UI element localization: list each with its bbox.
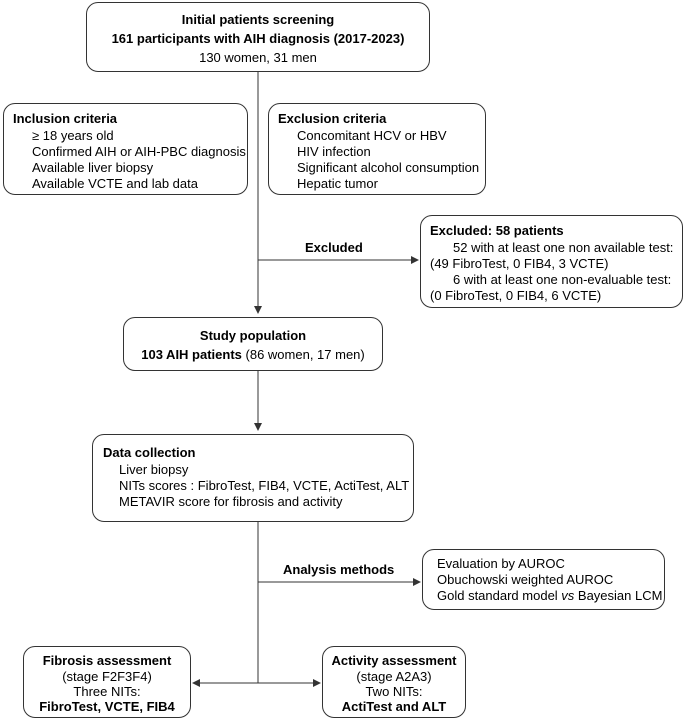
exclusion-item: Concomitant HCV or HBV bbox=[297, 128, 447, 143]
study-population-box: Study population 103 AIH patients (86 wo… bbox=[123, 317, 383, 371]
excluded-line: 6 with at least one non-evaluable test: bbox=[453, 272, 672, 287]
analysis-line3-vs: vs bbox=[561, 588, 575, 603]
study-patients-gender: (86 women, 17 men) bbox=[241, 347, 365, 362]
fibrosis-nits: FibroTest, VCTE, FIB4 bbox=[39, 699, 175, 714]
exclusion-item: HIV infection bbox=[297, 144, 371, 159]
data-collection-item: Liver biopsy bbox=[119, 462, 189, 477]
screening-title: Initial patients screening bbox=[181, 12, 335, 27]
activity-nits-count: Two NITs: bbox=[365, 684, 423, 699]
inclusion-title: Inclusion criteria bbox=[13, 111, 118, 126]
activity-box: Activity assessment (stage A2A3) Two NIT… bbox=[322, 646, 466, 718]
activity-title: Activity assessment bbox=[331, 653, 457, 668]
inclusion-item: Available VCTE and lab data bbox=[32, 176, 198, 191]
inclusion-item: ≥ 18 years old bbox=[32, 128, 114, 143]
exclusion-title: Exclusion criteria bbox=[278, 111, 387, 126]
fibrosis-box: Fibrosis assessment (stage F2F3F4) Three… bbox=[23, 646, 191, 718]
fibrosis-nits-count: Three NITs: bbox=[73, 684, 141, 699]
inclusion-item: Available liver biopsy bbox=[32, 160, 154, 175]
analysis-line: Evaluation by AUROC bbox=[437, 556, 565, 571]
activity-nits: ActiTest and ALT bbox=[341, 699, 447, 714]
fibrosis-stage: (stage F2F3F4) bbox=[62, 669, 152, 684]
excluded-line: (49 FibroTest, 0 FIB4, 3 VCTE) bbox=[430, 256, 609, 271]
excluded-title: Excluded: 58 patients bbox=[430, 223, 564, 238]
analysis-methods-label: Analysis methods bbox=[283, 562, 395, 577]
excluded-line: (0 FibroTest, 0 FIB4, 6 VCTE) bbox=[430, 288, 602, 303]
study-patients: 103 AIH patients (86 women, 17 men) bbox=[124, 347, 382, 363]
excluded-label: Excluded bbox=[305, 240, 363, 255]
data-collection-box: Data collection Liver biopsy NITs scores… bbox=[92, 434, 414, 522]
analysis-line: Obuchowski weighted AUROC bbox=[437, 572, 614, 587]
inclusion-item: Confirmed AIH or AIH-PBC diagnosis bbox=[32, 144, 246, 159]
exclusion-item: Significant alcohol consumption bbox=[297, 160, 480, 175]
inclusion-box: Inclusion criteria ≥ 18 years old Confir… bbox=[3, 103, 248, 195]
analysis-box: Evaluation by AUROC Obuchowski weighted … bbox=[422, 549, 665, 610]
exclusion-item: Hepatic tumor bbox=[297, 176, 378, 191]
study-title: Study population bbox=[199, 328, 307, 343]
analysis-line3-pre: Gold standard model bbox=[437, 588, 562, 603]
excluded-box: Excluded: 58 patients 52 with at least o… bbox=[420, 215, 683, 308]
screening-participants: 161 participants with AIH diagnosis (201… bbox=[111, 31, 405, 46]
fibrosis-title: Fibrosis assessment bbox=[42, 653, 172, 668]
analysis-line: Gold standard model vs Bayesian LCM bbox=[437, 588, 662, 604]
data-collection-title: Data collection bbox=[103, 445, 196, 460]
screening-gender: 130 women, 31 men bbox=[199, 50, 317, 65]
exclusion-box: Exclusion criteria Concomitant HCV or HB… bbox=[268, 103, 486, 195]
data-collection-item: NITs scores : FibroTest, FIB4, VCTE, Act… bbox=[119, 478, 410, 493]
screening-box: Initial patients screening 161 participa… bbox=[86, 2, 430, 72]
excluded-line: 52 with at least one non available test: bbox=[453, 240, 674, 255]
activity-stage: (stage A2A3) bbox=[356, 669, 432, 684]
analysis-line3-post: Bayesian LCM bbox=[574, 588, 663, 603]
study-patients-count: 103 AIH patients bbox=[141, 347, 242, 362]
data-collection-item: METAVIR score for fibrosis and activity bbox=[119, 494, 343, 509]
